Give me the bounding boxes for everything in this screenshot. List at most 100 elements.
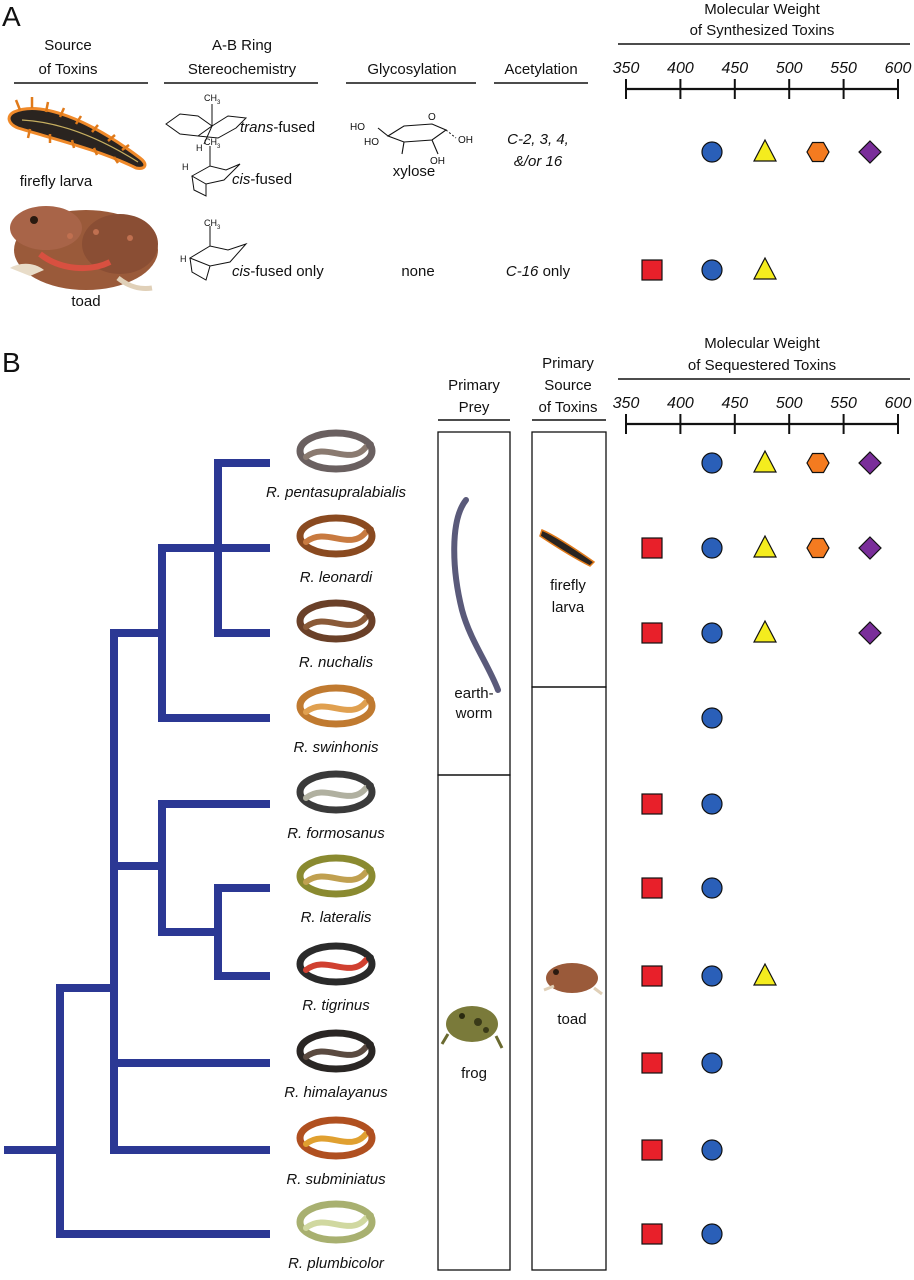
firefly-larva-image [7,97,147,170]
header-glycosylation: Glycosylation [367,61,456,78]
marker-circle [701,452,723,474]
header-mw-line1: Molecular Weight [704,1,820,18]
source-firefly-box [531,431,607,688]
marker-circle [701,141,723,163]
species-name: R. formosanus [287,825,385,842]
panel-a-label: A [2,1,21,32]
marker-square [641,1223,663,1245]
panel-b-label: B [2,347,21,378]
hydrogen-label: H [182,162,189,172]
axis-tick-label: 450 [721,60,748,77]
axis-tick-label: 350 [613,395,640,412]
xylose-structure [377,123,457,155]
acetylation-toad: C-16 only [506,263,571,280]
cis-fused-label: cis-fused [232,171,292,188]
axis-tick-label: 500 [776,395,803,412]
header-prey-line2: Prey [459,399,490,416]
marker-circle [701,965,723,987]
snake-image [296,684,376,728]
marker-circle [701,793,723,815]
prey-frog-label: frog [461,1065,487,1082]
marker-circle [701,1223,723,1245]
axis-tick-label: 400 [667,60,694,77]
trans-fused-structure [165,104,248,145]
prey-earthworm-box [437,431,511,776]
firefly-larva-image [539,528,596,567]
header-source-line1: Source [44,37,92,54]
hydrogen-label: H [180,254,187,264]
marker-circle [701,1052,723,1074]
header-source-line2: of Toxins [39,61,98,78]
marker-diamond [858,451,882,475]
xylose-ho-label: HO [350,122,365,133]
marker-square [641,537,663,559]
toad-image [10,206,158,291]
synthesized-toxin-markers [641,138,882,281]
methyl-label: CH3 [204,137,221,150]
species-name: R. pentasupralabialis [266,484,407,501]
earthworm-image [451,497,501,693]
marker-triangle [753,534,777,558]
xylose-ho-label: HO [364,137,379,148]
header-ring-line1: A-B Ring [212,37,272,54]
snake-image [296,854,376,898]
xylose-ring-oxygen: O [428,112,436,123]
marker-circle [701,1139,723,1161]
marker-triangle [753,619,777,643]
source-toad-box [531,686,607,1271]
axis-tick-label: 600 [885,60,912,77]
acetylation-firefly-line2: &/or 16 [514,153,563,170]
marker-hexagon [806,537,830,559]
source-toad-label: toad [557,1011,586,1028]
header-mw-line2: of Synthesized Toxins [690,22,835,39]
snake-image [296,1029,376,1073]
species-name: R. subminiatus [286,1171,386,1188]
prey-earthworm-line1: earth- [454,685,493,702]
marker-square [641,1052,663,1074]
marker-diamond [858,536,882,560]
acetylation-firefly-line1: C-2, 3, 4, [507,131,569,148]
snake-image [296,599,376,643]
trans-fused-label: trans-fused [240,119,315,136]
header-source-line3: of Toxins [539,399,598,416]
species-name: R. plumbicolor [288,1255,385,1272]
species-name: R. swinhonis [293,739,379,756]
axis-tick-label: 450 [721,395,748,412]
species-name: R. himalayanus [284,1084,388,1101]
glycosylation-none: none [401,263,434,280]
cis-fused-structure [190,146,241,197]
header-mw-line2: of Sequestered Toxins [688,357,836,374]
header-ring-line2: Stereochemistry [188,61,297,78]
species-name: R. lateralis [301,909,372,926]
marker-triangle [753,449,777,473]
marker-circle [701,622,723,644]
axis-tick-label: 550 [830,60,857,77]
header-prey-line1: Primary [448,377,500,394]
snake-image [296,1116,376,1160]
marker-square [641,877,663,899]
axis-tick-label: 350 [613,60,640,77]
snake-image [296,1200,376,1244]
prey-frog-box [437,774,511,1271]
source-firefly-line1: firefly [550,577,586,594]
marker-triangle [753,962,777,986]
hydrogen-label: H [196,143,203,153]
header-acetylation: Acetylation [504,61,577,78]
cis-fused-only-structure [188,226,248,281]
marker-square [641,793,663,815]
snake-image [296,770,376,814]
marker-circle [701,877,723,899]
methyl-label: CH3 [204,93,221,106]
marker-triangle [753,138,777,162]
marker-hexagon [806,452,830,474]
marker-square [641,622,663,644]
axis-tick-label: 600 [885,395,912,412]
header-source-line1: Primary [542,355,594,372]
marker-square [641,965,663,987]
snake-image [296,429,376,473]
xylose-oh-label: OH [458,135,473,146]
source-firefly-label: firefly larva [20,173,93,190]
